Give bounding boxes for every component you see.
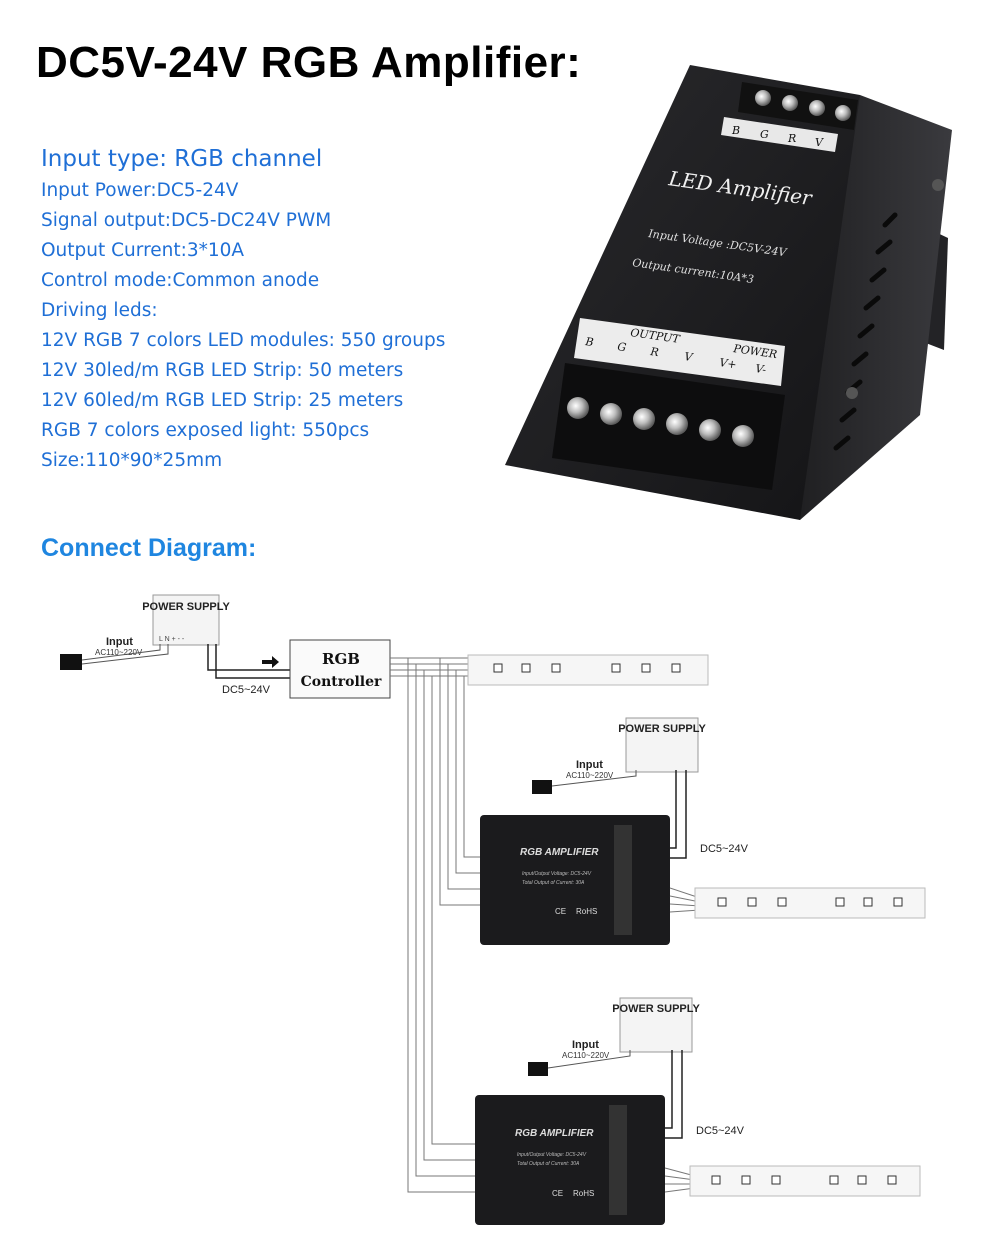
spec-signal-output: Signal output:DC5-DC24V PWM	[41, 210, 332, 231]
side-screw	[846, 387, 858, 399]
spec-size: Size:110*90*25mm	[41, 450, 223, 471]
led-strip-2-leds	[717, 897, 903, 907]
ac-wire-1	[81, 644, 161, 661]
spec-list: Input type: RGB channel Input Power:DC5-…	[41, 142, 445, 476]
terminal-r: R	[649, 345, 660, 359]
amp-2-output-terminal	[609, 1105, 627, 1215]
top-terminal-g: G	[760, 128, 769, 141]
power-supply-label-2: POWER SUPPLY	[618, 723, 706, 735]
ac-wire-4	[547, 1050, 631, 1069]
output-label-strip	[574, 318, 785, 386]
input-label-1: Input	[106, 636, 133, 648]
dc-wire-2	[215, 644, 290, 679]
controller-label-1: RGB	[322, 650, 360, 668]
input-label-3: Input	[572, 1039, 599, 1051]
spec-60led-strip: 12V 60led/m RGB LED Strip: 25 meters	[41, 390, 404, 411]
side-screw	[932, 179, 944, 191]
led-strip-3-leds	[711, 1175, 897, 1185]
controller-label-2: Controller	[301, 674, 382, 690]
ac-wire-2	[81, 644, 169, 665]
top-terminal-b: B	[731, 124, 740, 137]
amp-sub2-2: Total Output of Current: 30A	[517, 1161, 580, 1167]
power-supply-label-3: POWER SUPPLY	[612, 1003, 700, 1015]
dc-wire-3	[668, 770, 677, 849]
dc-label-3: DC5~24V	[696, 1125, 745, 1137]
power-supply-pins-1: L N + - -	[159, 636, 185, 643]
connect-diagram-title: Connect Diagram:	[41, 534, 257, 562]
plug-icon-1	[60, 654, 82, 670]
dc-wire-6	[664, 1050, 683, 1139]
power-supply-2	[625, 717, 699, 773]
page-title: DC5V-24V RGB Amplifier:	[36, 38, 582, 87]
amp-title-2: RGB AMPLIFIER	[515, 1128, 594, 1139]
amp-sub1-2: Input/Output Voltage: DC5-24V	[517, 1152, 587, 1158]
dc-wire-1	[207, 644, 290, 671]
amp-rohs-2: RoHS	[573, 1189, 594, 1198]
amp-ce-2: CE	[552, 1189, 563, 1198]
spec-control-mode: Control mode:Common anode	[41, 270, 320, 291]
spec-30led-strip: 12V 30led/m RGB LED Strip: 50 meters	[41, 360, 404, 381]
amp-1-output-terminal	[614, 825, 632, 935]
led-strip-1	[467, 654, 709, 686]
terminal-g: G	[617, 340, 628, 354]
rgb-controller	[289, 639, 391, 699]
spec-input-power: Input Power:DC5-24V	[41, 180, 239, 201]
dc-label-2: DC5~24V	[700, 843, 749, 855]
spec-led-modules: 12V RGB 7 colors LED modules: 550 groups	[41, 330, 446, 351]
rgb-amplifier-1	[480, 815, 670, 945]
dc-wire-5	[664, 1050, 673, 1129]
top-terminal-label	[721, 117, 838, 152]
power-supply-label-1: POWER SUPPLY	[142, 601, 230, 613]
spec-output-current: Output Current:3*10A	[41, 240, 245, 261]
product-image: B G R V LED Amplifier Input Voltage :DC5…	[505, 65, 952, 520]
amp-ce-1: CE	[555, 907, 566, 916]
rgb-amplifier-2	[475, 1095, 665, 1225]
power-supply-1	[152, 594, 220, 646]
dc-label-1: DC5~24V	[222, 684, 271, 696]
input-label-2: Input	[576, 759, 603, 771]
ac-label-1: AC110~220V	[95, 648, 143, 657]
plug-icon-3	[528, 1062, 548, 1076]
power-supply-3	[619, 997, 693, 1053]
amp-title-1: RGB AMPLIFIER	[520, 847, 599, 858]
terminal-b: B	[584, 335, 595, 349]
top-terminal-v: V	[815, 136, 824, 149]
terminal-vplus: V+	[719, 356, 738, 371]
dc-wire-4	[668, 770, 687, 859]
spec-input-type: Input type: RGB channel	[41, 146, 323, 172]
controller-output-wires	[390, 657, 480, 1193]
amp-2-output-wires	[664, 1167, 696, 1193]
amp-sub2-1: Total Output of Current: 30A	[522, 880, 585, 886]
led-strip-3	[689, 1165, 921, 1197]
ac-label-2: AC110~220V	[566, 771, 614, 780]
led-strip-2	[694, 887, 926, 919]
led-strip-1-leds	[493, 663, 681, 673]
top-terminal-r: R	[787, 132, 796, 145]
plug-icon-2	[532, 780, 552, 794]
arrow-icon	[262, 656, 279, 668]
amp-1-output-wires	[669, 887, 701, 913]
ac-label-3: AC110~220V	[562, 1051, 610, 1060]
spec-driving-leds: Driving leds:	[41, 300, 158, 321]
power-header: POWER	[732, 342, 778, 361]
amp-rohs-1: RoHS	[576, 907, 597, 916]
bottom-terminal-screws	[567, 397, 754, 447]
amp-sub1-1: Input/Output Voltage: DC5-24V	[522, 871, 592, 877]
enclosure-side	[790, 95, 952, 520]
spec-exposed-light: RGB 7 colors exposed light: 550pcs	[41, 420, 370, 441]
ac-wire-3	[551, 770, 637, 787]
terminal-v: V	[684, 350, 695, 364]
top-terminal-screws	[755, 90, 851, 121]
terminal-vminus: V-	[755, 362, 768, 376]
